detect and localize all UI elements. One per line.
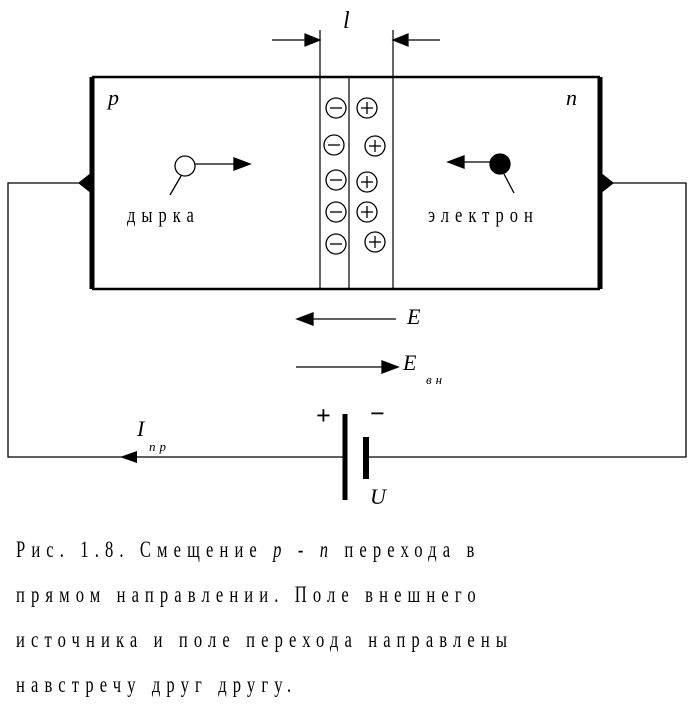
junction-field-label: E xyxy=(406,304,421,329)
battery-minus: − xyxy=(370,399,385,428)
positive-ion-2 xyxy=(364,135,386,157)
width-label: l xyxy=(343,8,350,34)
external-field-subscript: вн xyxy=(426,372,446,387)
positive-ions xyxy=(356,97,386,253)
negative-ion-1 xyxy=(325,97,347,119)
voltage-label: U xyxy=(370,484,388,509)
battery-plus: + xyxy=(316,401,331,430)
positive-ion-5 xyxy=(364,231,386,253)
n-region-label: n xyxy=(566,85,577,110)
negative-ion-5 xyxy=(325,233,347,255)
caption-line-4: навстречу друг другу. xyxy=(16,672,298,697)
positive-ion-4 xyxy=(356,201,378,223)
negative-ion-3 xyxy=(325,169,347,191)
current-subscript: пр xyxy=(149,439,170,454)
external-field-arrow xyxy=(296,360,400,374)
junction-field-arrow xyxy=(295,312,396,326)
depletion-region xyxy=(319,30,394,289)
current-label: I xyxy=(136,416,146,441)
electron-label: электрон xyxy=(428,204,539,228)
positive-ion-3 xyxy=(356,171,378,193)
width-dimension-arrows xyxy=(272,33,440,47)
external-field-label: E xyxy=(402,350,417,375)
contact-terminals xyxy=(78,172,614,194)
positive-ion-1 xyxy=(356,97,378,119)
p-region-label: p xyxy=(106,85,119,110)
negative-ion-4 xyxy=(325,201,347,223)
circuit-wires xyxy=(7,182,687,458)
caption-line-1: Рис. 1.8. Смещение p - n перехода в xyxy=(16,537,481,562)
negative-ions xyxy=(323,97,347,255)
hole-icon xyxy=(169,155,252,196)
negative-ion-2 xyxy=(323,134,345,156)
battery-icon xyxy=(342,414,369,500)
figure-caption: Рис. 1.8. Смещение p - n перехода в прям… xyxy=(16,527,514,707)
hole-label: дырка xyxy=(127,204,200,228)
electron-icon xyxy=(446,153,515,194)
caption-line-3: источника и поле перехода направлены xyxy=(16,627,514,652)
caption-line-2: прямом направлении. Поле внешнего xyxy=(16,582,482,607)
current-arrow xyxy=(120,451,137,463)
